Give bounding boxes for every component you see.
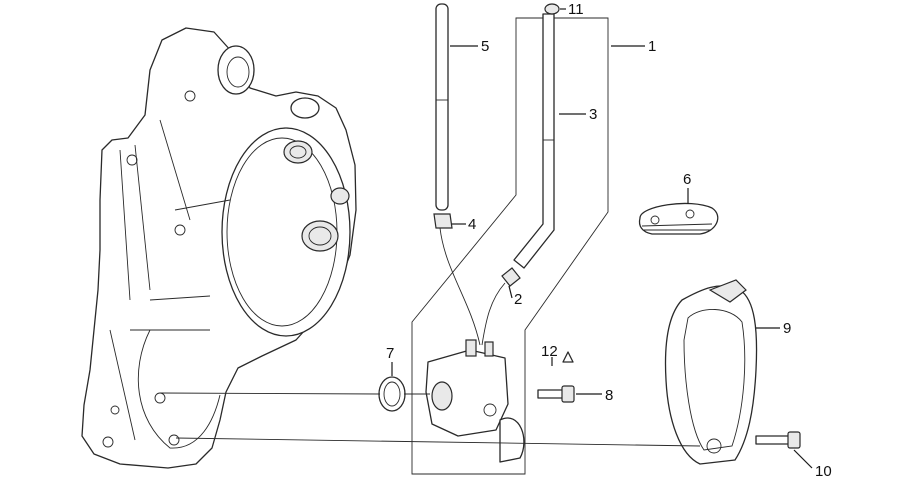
assembly-group-outline [411,17,609,475]
callout-4: 4 [468,216,476,233]
oil-pipe-bent [513,13,555,269]
small-washer [562,351,574,363]
callout-2: 2 [514,291,522,308]
pipe-union-fitting [433,213,453,229]
callout-9: 9 [783,320,791,337]
callout-8: 8 [605,387,613,404]
pump-cover [664,279,758,465]
callout-10: 10 [815,463,832,480]
bolt-pump [537,385,575,403]
engine-side-cover [81,27,357,469]
callout-1: 1 [648,38,656,55]
oil-pump [425,339,525,463]
callout-11: 11 [568,1,584,18]
callout-12: 12 [541,343,558,360]
callout-7: 7 [386,345,394,362]
gasket [638,202,719,235]
callout-5: 5 [481,38,489,55]
pipe-cap-fitting [544,3,560,15]
callout-6: 6 [683,171,691,188]
pipe-sleeve-fitting [501,267,521,287]
bolt-cover [755,431,801,449]
callout-3: 3 [589,106,597,123]
oil-pipe [435,3,449,211]
